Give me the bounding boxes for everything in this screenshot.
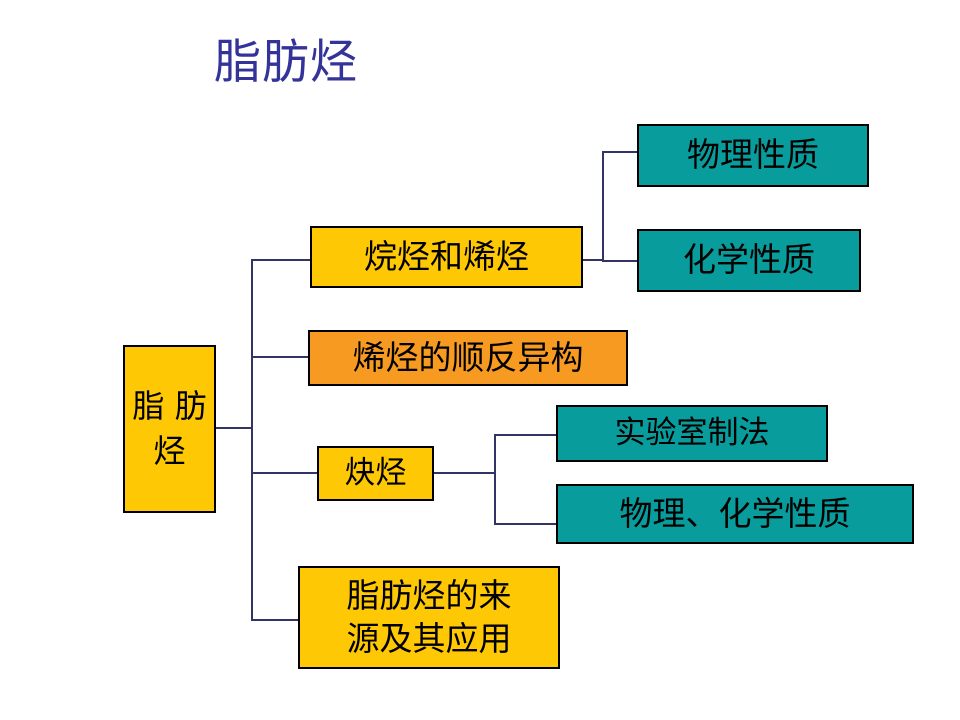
node-physical-and-chemical-properties[interactable]: 物理、化学性质 xyxy=(556,484,914,544)
node-physical-properties[interactable]: 物理性质 xyxy=(637,124,869,187)
node-root-aliphatic-hydrocarbon[interactable]: 脂 肪 烃 xyxy=(123,345,216,513)
node-sources-and-applications[interactable]: 脂肪烃的来 源及其应用 xyxy=(298,566,560,669)
node-laboratory-preparation[interactable]: 实验室制法 xyxy=(556,405,828,462)
node-chemical-properties[interactable]: 化学性质 xyxy=(637,229,861,292)
node-alkane-and-alkene[interactable]: 烷烃和烯烃 xyxy=(310,226,583,288)
node-alkene-cis-trans-isomerism[interactable]: 烯烃的顺反异构 xyxy=(308,330,628,386)
node-alkyne[interactable]: 炔烃 xyxy=(317,446,434,501)
page-title: 脂肪烃 xyxy=(214,35,358,90)
